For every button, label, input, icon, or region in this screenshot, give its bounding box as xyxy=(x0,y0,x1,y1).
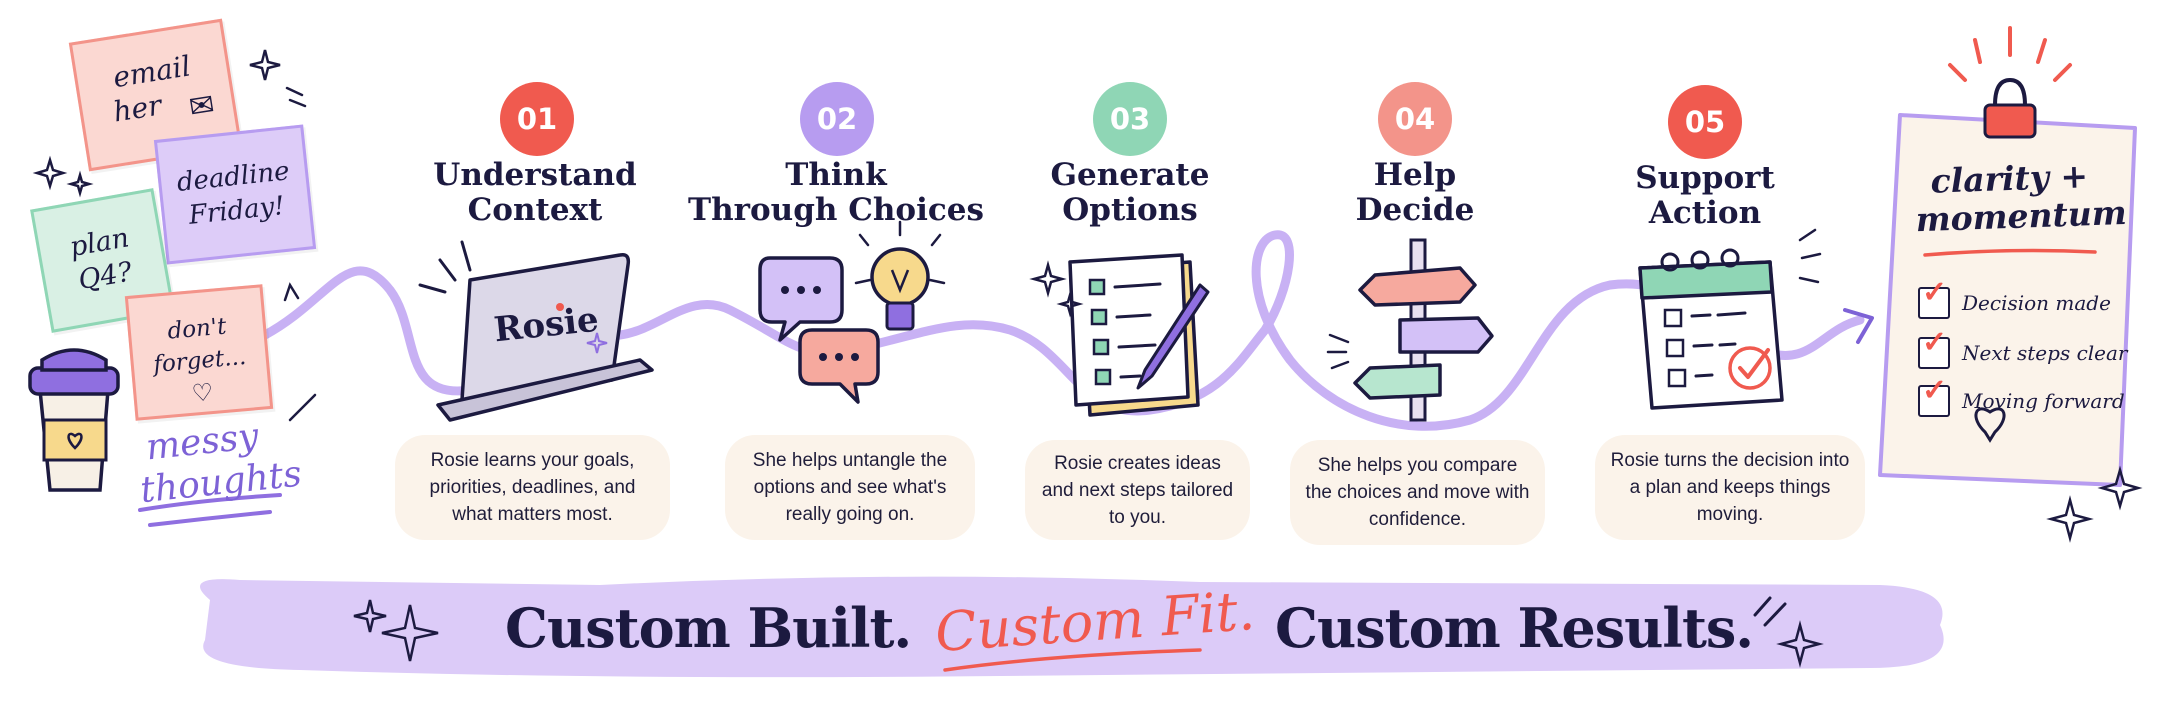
coffee-cup-icon xyxy=(28,348,120,492)
envelope-icon: ✉ xyxy=(186,87,217,126)
messy-thoughts-label: messy thoughts xyxy=(138,415,304,512)
sticky-note-deadline: deadline Friday! xyxy=(153,124,317,265)
result-item-moving-forward: ✓ Moving forward xyxy=(1918,373,2125,417)
checked-box-icon: ✓ xyxy=(1918,325,1950,369)
calendar-check-icon xyxy=(1638,228,1822,410)
step-5-title: Support Action xyxy=(1635,160,1775,231)
step-3-description: Rosie creates ideas and next steps tailo… xyxy=(1025,440,1250,540)
banner-custom-built: Custom Built. xyxy=(505,596,912,660)
banner-custom-results: Custom Results. xyxy=(1275,596,1754,660)
sparkle-icon xyxy=(353,599,1824,668)
step-2-description: She helps untangle the options and see w… xyxy=(725,435,975,540)
result-item-decision: ✓ Decision made xyxy=(1918,275,2111,319)
step-4-title: Help Decide xyxy=(1355,157,1475,228)
messy-underline xyxy=(138,493,282,512)
step-3-title: Generate Options xyxy=(1050,157,1210,228)
result-card-title: clarity + momentum xyxy=(1915,156,2128,240)
step-1-badge: 01 xyxy=(500,82,574,156)
signpost-icon xyxy=(1326,238,1494,422)
step-2-badge: 02 xyxy=(800,82,874,156)
step-4-description: She helps you compare the choices and mo… xyxy=(1290,440,1545,545)
step-2-title: Think Through Choices xyxy=(688,157,984,228)
step-1-title: Understand Context xyxy=(433,157,637,228)
sticky-note-dont-forget: don't forget... ♡ xyxy=(124,284,274,421)
step-5-description: Rosie turns the decision into a plan and… xyxy=(1595,435,1865,540)
banner-brush xyxy=(200,576,1944,678)
step-4-badge: 04 xyxy=(1378,82,1452,156)
checked-box-icon: ✓ xyxy=(1918,373,1950,417)
step-3-badge: 03 xyxy=(1093,82,1167,156)
custom-fit-underline xyxy=(943,648,1202,672)
checklist-pencil-icon xyxy=(1029,253,1210,417)
sparkle-icon xyxy=(2046,465,2143,543)
checked-box-icon: ✓ xyxy=(1918,275,1950,319)
result-item-next-steps: ✓ Next steps clear xyxy=(1918,325,2128,369)
chat-bubbles-lightbulb-icon xyxy=(758,220,946,404)
step-5-badge: 05 xyxy=(1668,85,1742,159)
sparkle-icon xyxy=(32,49,281,198)
path-arrowhead xyxy=(1843,308,1874,344)
laptop-icon xyxy=(418,240,654,422)
doodle-lines xyxy=(283,86,317,422)
step-1-description: Rosie learns your goals, priorities, dea… xyxy=(395,435,670,540)
